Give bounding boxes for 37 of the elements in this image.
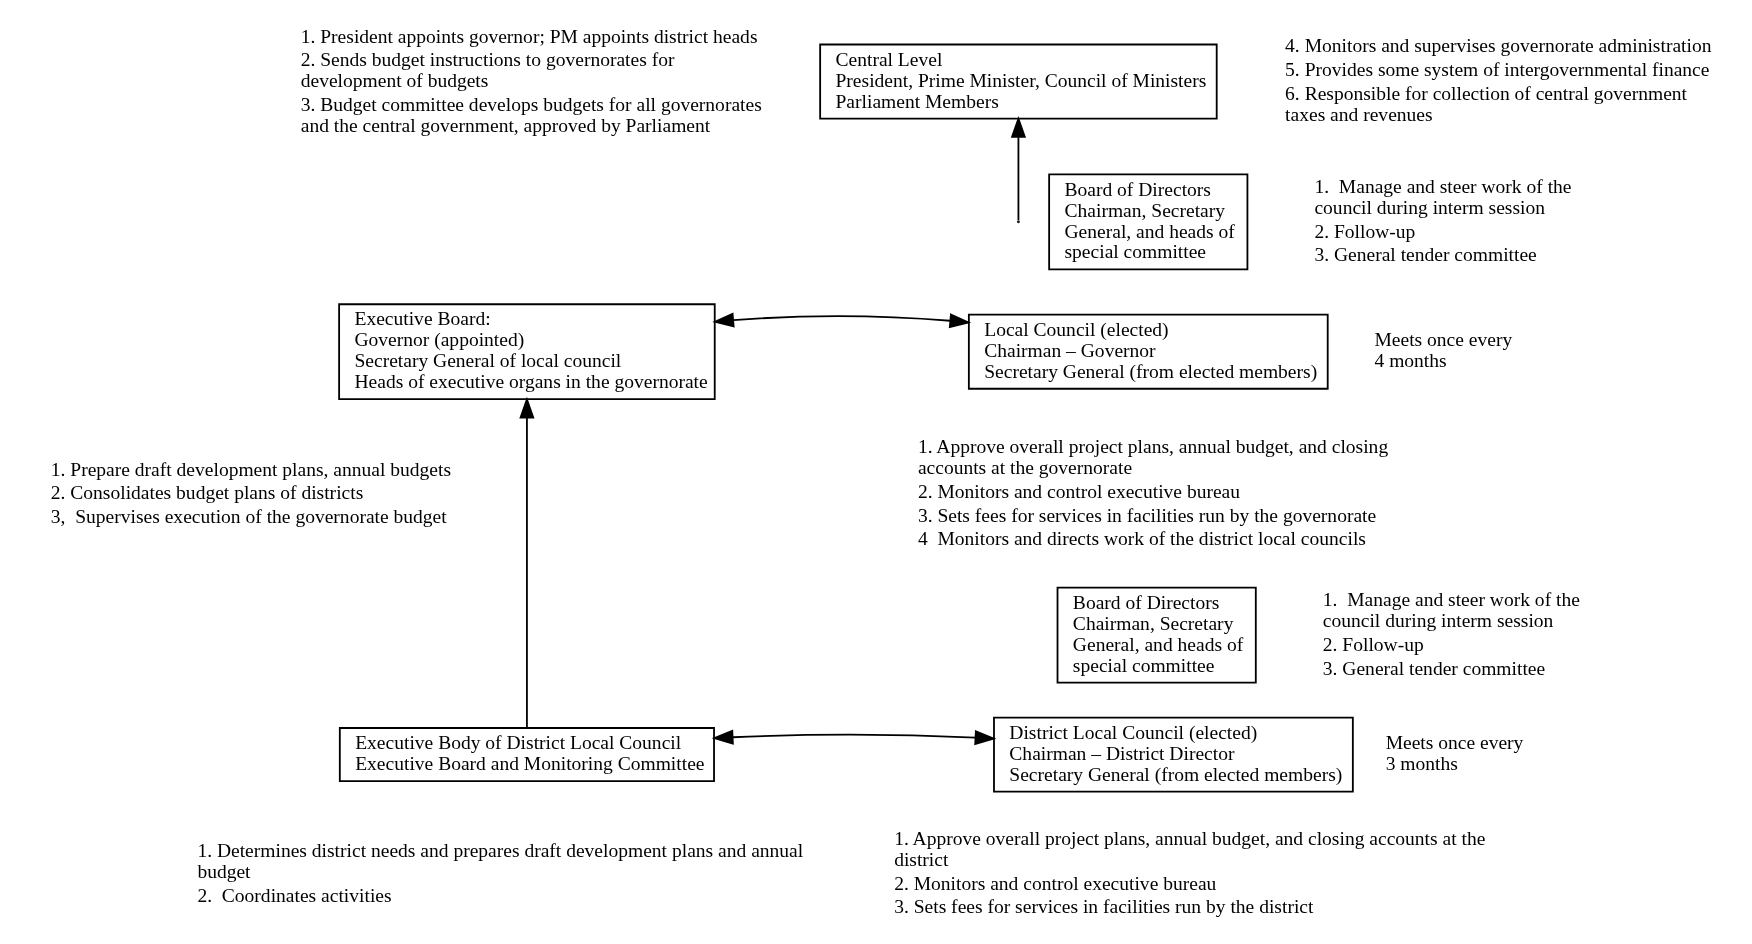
node-label: 3. General tender committee xyxy=(1322,657,1546,679)
arrow xyxy=(712,311,972,328)
arrow xyxy=(711,729,997,745)
node-label: 1. Approve overall project plans, annual budget, and closing accounts at the governorate xyxy=(917,435,1389,478)
node-label: 1. President appoints governor; PM appoints district heads xyxy=(300,25,758,47)
node-label: 6. Responsible for collection of central government taxes and revenues xyxy=(1285,82,1688,125)
node-label: 3. General tender committee xyxy=(1314,243,1537,265)
node-label: 2. Consolidates budget plans of districts xyxy=(50,481,364,503)
node-label: 5. Provides some system of intergovernmental finance xyxy=(1285,58,1710,80)
node-label: 2. Sends budget instructions to governorates for development of budgets xyxy=(300,48,675,91)
node-box: District Local Council (elected) Chairman – District Director Secretary General (from elected members) xyxy=(993,716,1354,792)
node-label: Meets once every 3 months xyxy=(1385,731,1524,774)
node-label: 3. Sets fees for services in facilities run by the governorate xyxy=(917,504,1377,526)
node-label: 2. Monitors and control executive bureau xyxy=(917,480,1241,502)
node-label: 1. Prepare draft development plans, annual budgets xyxy=(50,458,452,480)
node-label: 3. Sets fees for services in facilities run by the district xyxy=(894,895,1314,917)
node-label: 3. Budget committee develops budgets for all governorates and the central government, approved by Parliament xyxy=(300,93,762,136)
node-label: 1. Determines district needs and prepares draft development plans and annual budget xyxy=(197,839,804,882)
arrow xyxy=(1010,115,1027,221)
node-label: 2. Follow-up xyxy=(1314,220,1416,241)
node-label: 2. Follow-up xyxy=(1322,633,1424,655)
node-label: Meets once every 4 months xyxy=(1374,328,1513,371)
node-label: 4. Monitors and supervises governorate administration xyxy=(1285,34,1712,56)
node-box: Executive Board: Governor (appointed) Secretary General of local council Heads of executive organs in the governorate xyxy=(338,302,716,400)
node-box: Local Council (elected) Chairman – Governor Secretary General (from elected members) xyxy=(967,313,1329,390)
node-label: 1. Manage and steer work of the council during interm session xyxy=(1322,588,1580,631)
node-label: 2. Coordinates activities xyxy=(197,884,392,906)
node-label: 4 Monitors and directs work of the district local councils xyxy=(917,527,1366,549)
arrow xyxy=(519,396,535,729)
node-label: 3, Supervises execution of the governorate budget xyxy=(50,505,447,527)
node-label: 1. Approve overall project plans, annual budget, and closing accounts at the district xyxy=(894,827,1486,870)
node-box: Executive Body of District Local Council Executive Board and Monitoring Committee xyxy=(338,726,715,782)
node-box: Board of Directors Chairman, Secretary General, and heads of special committee xyxy=(1048,173,1249,270)
node-label: 2. Monitors and control executive bureau xyxy=(894,872,1217,894)
node-box: Central Level President, Prime Minister, Council of Ministers Parliament Members xyxy=(819,43,1218,119)
node-box: Board of Directors Chairman, Secretary General, and heads of special committee xyxy=(1056,586,1257,684)
node-label: 1. Manage and steer work of the council during interm session xyxy=(1314,175,1572,218)
